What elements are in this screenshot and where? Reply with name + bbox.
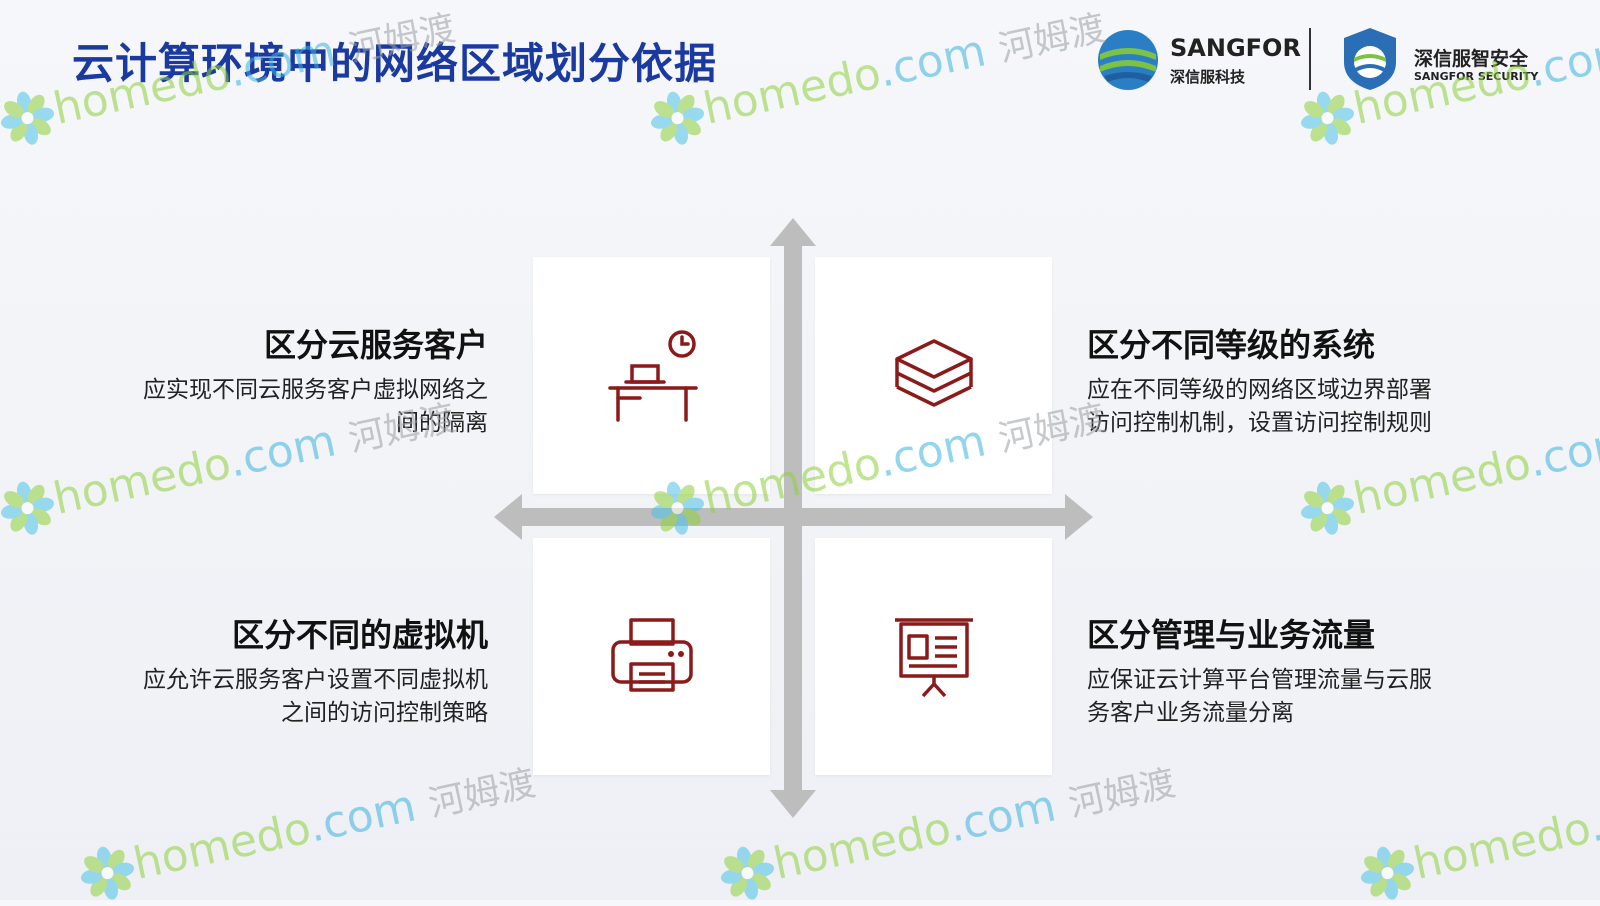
quadrant-description: 应在不同等级的网络区域边界部署访问控制机制，设置访问控制规则 [1087, 377, 1432, 436]
quadrant-card-top-left [533, 257, 770, 494]
quadrant-heading: 区分云服务客户 [263, 326, 488, 364]
quadrant-heading: 区分不同等级的系统 [1087, 326, 1376, 364]
quadrant-text-bottom-right: 区分管理与业务流量 应保证云计算平台管理流量与云服务客户业务流量分离 [1087, 610, 1437, 730]
sangfor-globe-icon [1098, 30, 1158, 90]
quadrant-card-bottom-left [533, 538, 770, 775]
quadrant-text-top-left: 区分云服务客户 应实现不同云服务客户虚拟网络之间的隔离 [130, 320, 488, 440]
sangfor-logo-text: SANGFOR [1170, 34, 1301, 62]
sangfor-logo: SANGFOR 深信服科技 [1096, 28, 1301, 92]
quadrant-card-top-right [815, 257, 1052, 494]
quadrant-description: 应允许云服务客户设置不同虚拟机之间的访问控制策略 [143, 667, 488, 726]
printer-icon [610, 617, 693, 692]
presentation-board-icon [894, 617, 973, 697]
quadrant-description: 应保证云计算平台管理流量与云服务客户业务流量分离 [1087, 667, 1432, 726]
quadrant-text-top-right: 区分不同等级的系统 应在不同等级的网络区域边界部署访问控制机制，设置访问控制规则 [1087, 320, 1437, 440]
security-logo-subtext: SANGFOR SECURITY [1414, 70, 1539, 83]
quadrant-card-bottom-right [815, 538, 1052, 775]
sangfor-logo-subtext: 深信服科技 [1170, 68, 1246, 86]
logo-divider [1309, 28, 1311, 90]
layers-icon [894, 338, 973, 407]
security-logo-text: 深信服智安全 [1414, 48, 1529, 70]
desk-clock-icon [607, 329, 698, 422]
sangfor-security-logo: 深信服智安全 SANGFOR SECURITY [1340, 26, 1540, 94]
quadrant-text-bottom-left: 区分不同的虚拟机 应允许云服务客户设置不同虚拟机之间的访问控制策略 [130, 610, 488, 730]
shield-icon [1344, 28, 1396, 90]
quadrant-heading: 区分管理与业务流量 [1087, 616, 1376, 654]
quadrant-heading: 区分不同的虚拟机 [231, 616, 488, 654]
quadrant-description: 应实现不同云服务客户虚拟网络之间的隔离 [143, 377, 488, 436]
page-title: 云计算环境中的网络区域划分依据 [72, 39, 718, 88]
